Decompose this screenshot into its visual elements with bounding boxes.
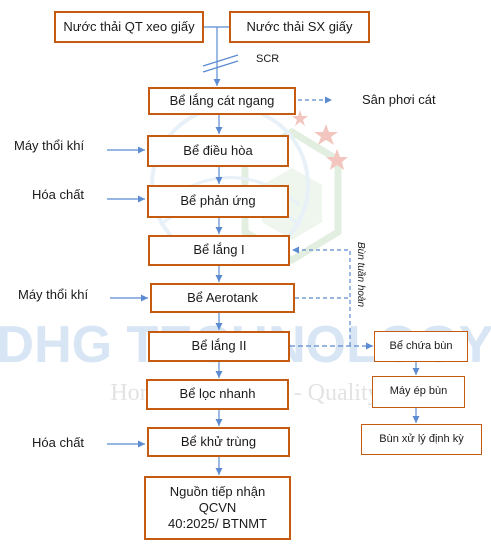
input-box-paper-production: Nước thải SX giấy [229, 11, 370, 43]
box-settling-tank-1: Bể lắng I [148, 235, 290, 266]
box-sludge-tank: Bể chứa bùn [374, 331, 468, 362]
label-settling-tank-2: Bể lắng II [191, 338, 247, 354]
label-settling-tank-1: Bể lắng I [193, 242, 245, 258]
label-chemicals-1: Hóa chất [32, 187, 85, 202]
input-box-paper-coating: Nước thải QT xeo giấy [54, 11, 204, 43]
label-rapid-filter: Bể lọc nhanh [179, 386, 256, 402]
label-equalization-tank: Bể điều hòa [183, 142, 253, 158]
screen-mark-1 [202, 54, 239, 67]
label-receiving-source-line1: Nguồn tiếp nhận [169, 483, 266, 499]
watermark-stars [292, 110, 348, 170]
label-recirculated-sludge: Bùn tuần hoàn [355, 242, 366, 308]
box-aerotank: Bể Aerotank [150, 283, 295, 313]
label-sludge-press: Máy ép bùn [389, 385, 448, 398]
label-grit-chamber: Bể lắng cát ngang [169, 92, 275, 108]
box-equalization-tank: Bể điều hòa [147, 135, 289, 167]
label-sand-drying-yard: Sân phơi cát [362, 92, 436, 107]
label-aerotank: Bể Aerotank [187, 289, 258, 305]
label-sludge-tank: Bể chứa bùn [389, 339, 453, 352]
box-reaction-tank: Bể phản ứng [147, 185, 289, 218]
box-sludge-press: Máy ép bùn [372, 376, 465, 408]
screen-label: SCR [256, 53, 280, 65]
box-periodic-treatment: Bùn xử lý định kỳ [361, 424, 482, 455]
input-label-paper-coating: Nước thải QT xeo giấy [63, 18, 195, 34]
screen-mark-2 [202, 60, 239, 73]
label-receiving-source-line3: 40:2025/ BTNMT [168, 516, 267, 532]
label-periodic-treatment: Bùn xử lý định kỳ [379, 432, 464, 445]
box-disinfection-tank: Bể khử trùng [147, 427, 290, 457]
box-settling-tank-2: Bể lắng II [148, 331, 290, 362]
label-blower-2: Máy thổi khí [18, 287, 89, 302]
label-chemicals-2: Hóa chất [32, 435, 85, 450]
label-reaction-tank: Bể phản ứng [180, 193, 256, 209]
connector-sludge-recirculation [292, 246, 351, 346]
label-receiving-source-line2: QCVN [198, 499, 237, 515]
box-receiving-source: Nguồn tiếp nhận QCVN 40:2025/ BTNMT [144, 476, 291, 540]
box-rapid-filter: Bể lọc nhanh [146, 379, 289, 410]
box-grit-chamber: Bể lắng cát ngang [148, 87, 296, 115]
label-blower-1: Máy thổi khí [14, 138, 85, 153]
input-label-paper-production: Nước thải SX giấy [246, 18, 353, 34]
label-disinfection-tank: Bể khử trùng [180, 433, 257, 449]
